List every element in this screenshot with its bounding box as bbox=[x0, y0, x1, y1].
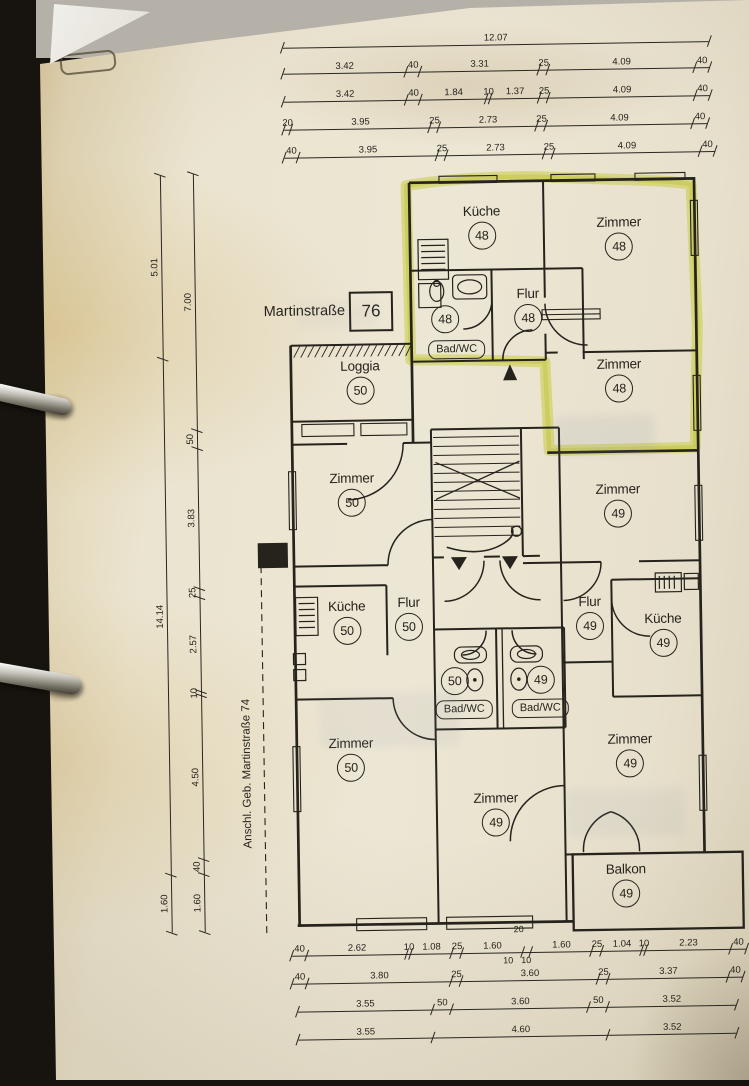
ink-bleed-smudge bbox=[296, 300, 378, 328]
wall-pier bbox=[257, 542, 289, 569]
kitchen-unit-icon-49 bbox=[654, 571, 700, 593]
ink-bleed-smudge bbox=[554, 413, 656, 456]
toilet-icon-50 bbox=[466, 668, 484, 692]
ink-bleed-smudge bbox=[564, 787, 686, 838]
sink-icon-50 bbox=[453, 646, 488, 664]
dim-bottom-20: 20 bbox=[513, 924, 524, 935]
window-icons bbox=[287, 171, 708, 932]
sink-icon-49 bbox=[509, 645, 544, 663]
adjacent-building-note: Anschl. Geb. Martinstraße 74 bbox=[240, 698, 255, 849]
badwc-48-label: Bad/WC bbox=[428, 339, 486, 360]
kitchen-unit-icon-50 bbox=[292, 596, 319, 682]
staircase-icon bbox=[433, 435, 523, 553]
photo-corner-shadow bbox=[629, 940, 749, 1080]
dim-bottom-10a: 10 bbox=[503, 955, 514, 966]
bathtub-icon-48 bbox=[451, 274, 488, 300]
highlight-marker bbox=[400, 171, 703, 457]
ink-bleed-smudge bbox=[319, 691, 460, 749]
walls bbox=[289, 176, 745, 932]
badwc-49-label: Bad/WC bbox=[511, 698, 569, 719]
property-boundary-dashed-line bbox=[260, 554, 268, 939]
entrance-arrow-icons bbox=[450, 364, 518, 571]
dim-bottom-10b: 10 bbox=[521, 954, 532, 966]
toilet-icon-49 bbox=[510, 667, 528, 691]
toilet-icon-48 bbox=[429, 279, 445, 302]
kitchen-unit-icon-48 bbox=[417, 238, 450, 309]
loggia-railing-hatch bbox=[293, 344, 411, 358]
door-arcs bbox=[347, 300, 651, 853]
